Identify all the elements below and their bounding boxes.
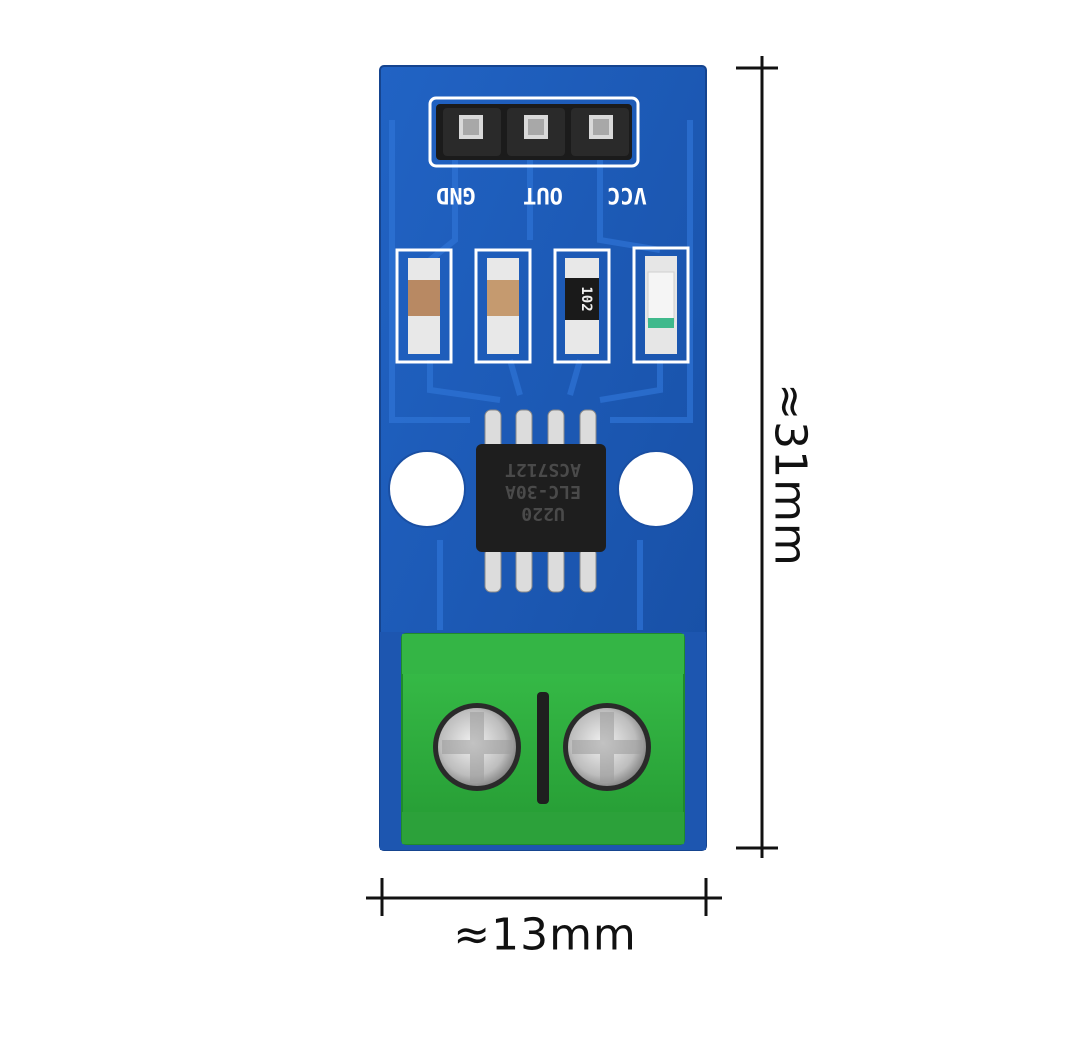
height-dimension-line [736,56,778,858]
smd-components: 102 [395,246,690,364]
width-dimension-line [366,878,722,916]
mounting-hole-left [388,450,466,528]
chip-marking-line-1: ACS712T [505,459,581,480]
screw-terminal [380,632,706,850]
capacitor-1 [395,248,453,364]
screw-left [433,703,521,791]
mounting-holes [388,450,695,528]
pin-label-gnd: GND [436,182,476,207]
chip-marking-line-2: ELC-30A [505,481,581,502]
pin-label-out: OUT [523,182,563,207]
header-pin-gnd [443,108,501,156]
pin-header [428,96,640,168]
copper-traces [389,120,693,630]
ic-chip: ACS712T ELC-30A U220 [476,409,606,593]
header-pin-vcc [571,108,629,156]
pin-labels: GND OUT VCC [436,182,647,207]
pin-label-vcc: VCC [607,182,647,207]
chip-marking-line-3: U220 [521,503,564,524]
capacitor-2 [474,248,532,364]
screw-right [563,703,651,791]
resistor-marking: 102 [578,286,594,311]
led [632,246,690,364]
mounting-hole-right [617,450,695,528]
height-dimension-label: ≈31mm [764,383,816,567]
width-dimension-label: ≈13mm [453,909,637,961]
header-pin-out [507,108,565,156]
resistor-102: 102 [553,248,611,364]
